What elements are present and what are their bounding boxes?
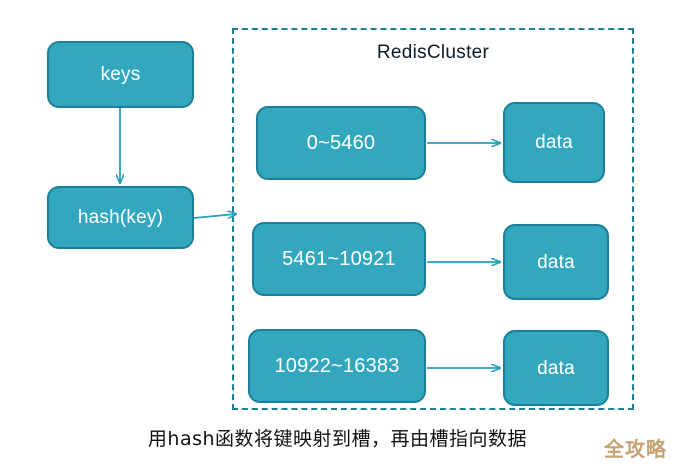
arrow-hash-to-cluster	[193, 214, 236, 219]
data-node-3-label: data	[537, 357, 575, 379]
slot-node-3[interactable]: 10922~16383	[248, 329, 426, 403]
data-node-2-label: data	[537, 251, 575, 273]
slot-node-3-label: 10922~16383	[274, 355, 400, 377]
slot-node-1-label: 0~5460	[306, 132, 376, 154]
watermark: 全攻略	[604, 437, 667, 461]
data-node-3[interactable]: data	[503, 330, 609, 406]
diagram-caption: 用hash函数将键映射到槽，再由槽指向数据	[147, 428, 528, 450]
redis-cluster-container: RedisCluster	[232, 28, 634, 410]
data-node-1[interactable]: data	[503, 102, 605, 183]
slot-node-2-label: 5461~10921	[282, 248, 396, 270]
node-keys-label: keys	[100, 64, 141, 85]
data-node-1-label: data	[535, 132, 573, 153]
node-keys[interactable]: keys	[47, 41, 194, 108]
data-node-2[interactable]: data	[503, 224, 609, 300]
slot-node-2[interactable]: 5461~10921	[252, 222, 426, 296]
slot-node-1[interactable]: 0~5460	[256, 106, 426, 180]
node-hash[interactable]: hash(key)	[47, 186, 194, 249]
node-hash-label: hash(key)	[77, 207, 164, 228]
cluster-title: RedisCluster	[376, 42, 490, 63]
